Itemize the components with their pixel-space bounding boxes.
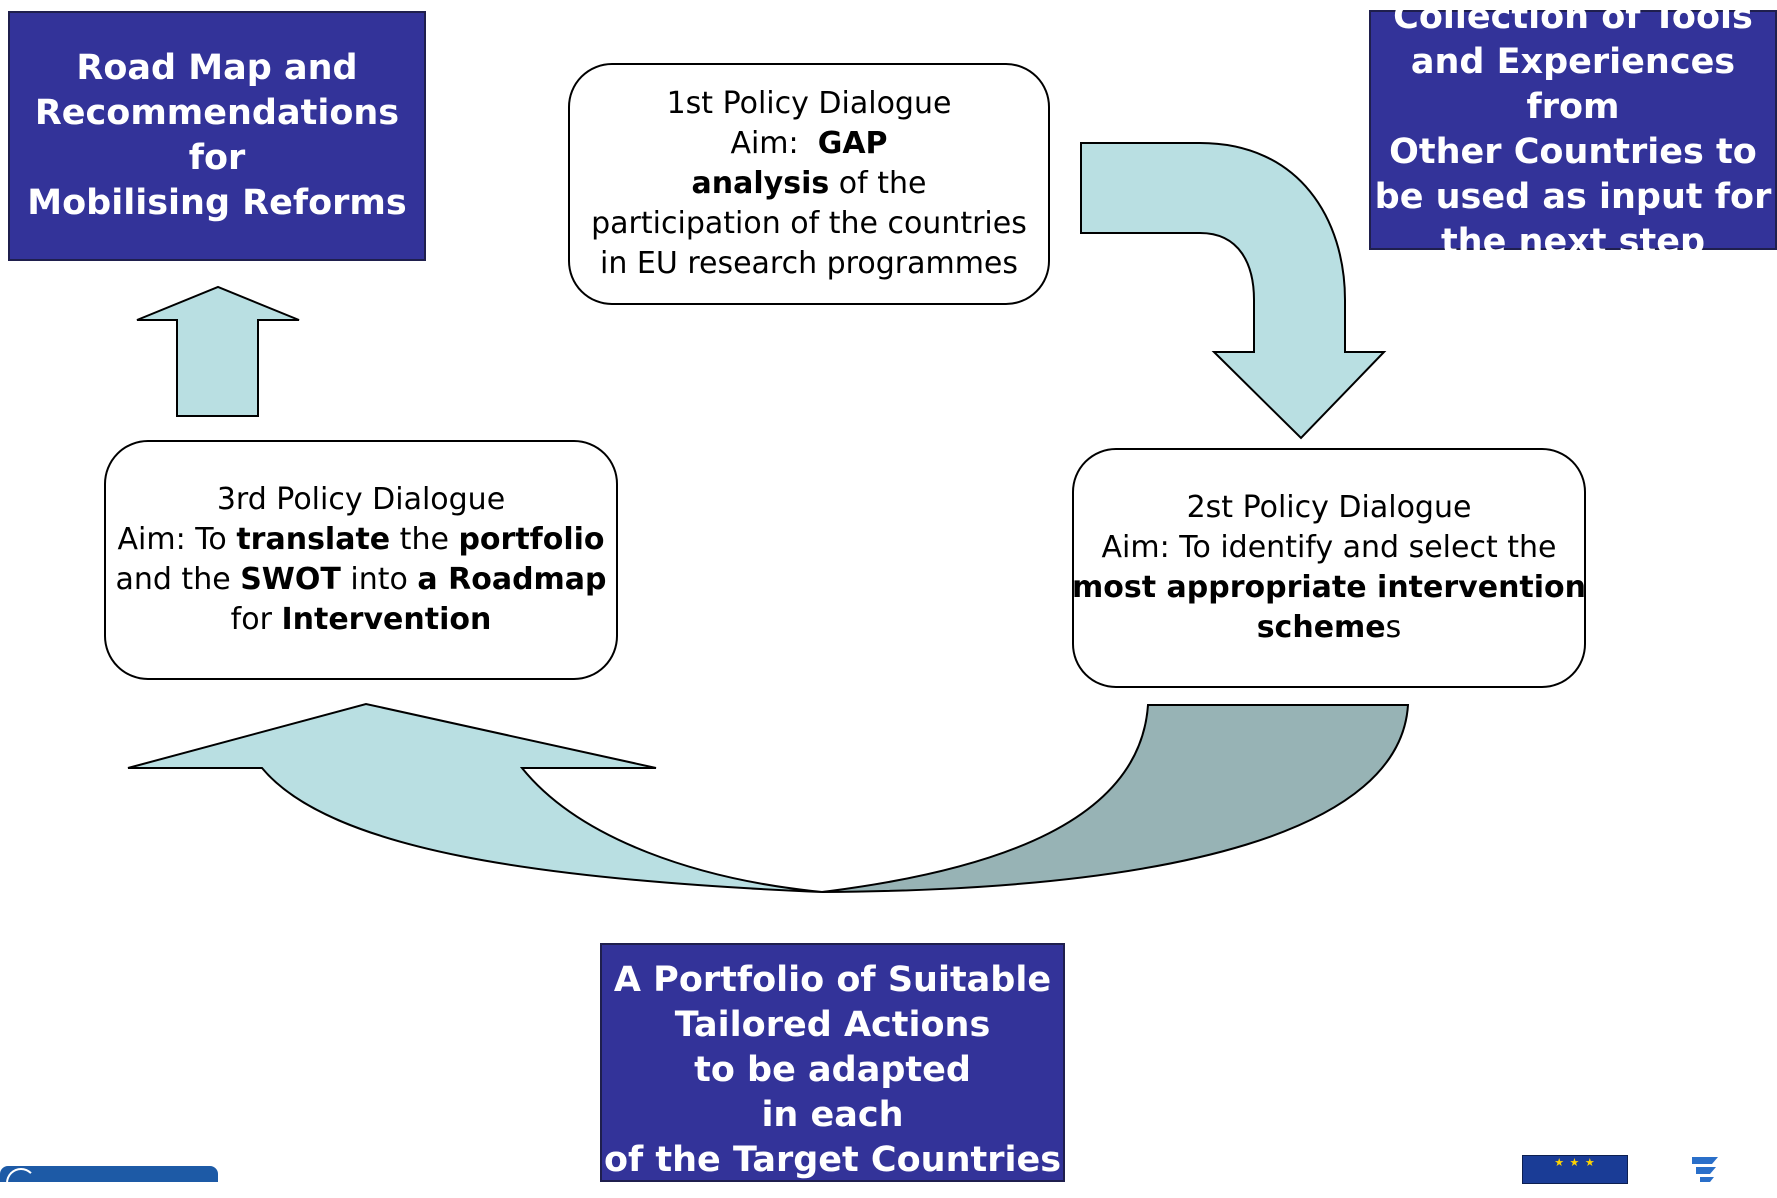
collection-line-3: Other Countries to: [1389, 132, 1757, 172]
third-the: the: [390, 522, 459, 557]
third-policy-dialogue-box: 3rd Policy Dialogue Aim: To translate th…: [104, 440, 618, 680]
third-for: for: [230, 602, 282, 637]
third-translate: translate: [236, 522, 391, 557]
second-dialogue-bold-line: most appropriate intervention: [1072, 570, 1587, 605]
collection-box: Collection of Tools and Experiences from…: [1369, 0, 1777, 262]
portfolio-line-3: to be adapted: [694, 1050, 971, 1090]
first-analysis: analysis: [691, 166, 830, 201]
collection-line-4: be used as input for: [1374, 177, 1772, 217]
third-dialogue-aim: Aim: To translate the portfolio: [117, 520, 604, 560]
first-dialogue-participation: participation of the countries: [591, 206, 1027, 241]
third-into: into: [340, 562, 418, 597]
second-policy-dialogue-box: 2st Policy Dialogue Aim: To identify and…: [1072, 448, 1586, 688]
eu-flag-logo: ★ ★ ★: [1522, 1155, 1628, 1184]
second-dialogue-title: 2st Policy Dialogue: [1186, 490, 1472, 525]
third-dialogue-title: 3rd Policy Dialogue: [216, 482, 506, 517]
first-dialogue-analysis: analysis of the: [692, 164, 927, 204]
third-aim-prefix: Aim: To: [117, 522, 237, 557]
portfolio-line-5: of the Target Countries: [603, 1140, 1062, 1180]
up-arrow: [136, 285, 300, 417]
right-stripes-logo: [1692, 1157, 1718, 1182]
third-intervention: Intervention: [281, 602, 492, 637]
third-roadmap: a Roadmap: [417, 562, 607, 597]
road-map-line-3: Mobilising Reforms: [27, 183, 407, 223]
second-scheme: scheme: [1256, 610, 1386, 645]
portfolio-line-4: in each: [761, 1095, 904, 1135]
curved-down-arrow: [1080, 142, 1387, 440]
third-swot: SWOT: [240, 562, 341, 597]
collection-line-1: Collection of Tools: [1393, 0, 1753, 37]
second-dialogue-aim: Aim: To identify and select the: [1101, 530, 1557, 565]
first-dialogue-title: 1st Policy Dialogue: [666, 86, 952, 121]
second-dialogue-scheme: schemes: [1257, 608, 1402, 648]
first-aim-prefix: Aim:: [730, 126, 818, 161]
first-policy-dialogue-box: 1st Policy Dialogue Aim: GAP analysis of…: [568, 63, 1050, 305]
third-dialogue-intervention: for Intervention: [231, 600, 492, 640]
left-logo: [0, 1166, 218, 1198]
swirl-icon: [6, 1168, 36, 1198]
portfolio-line-1: A Portfolio of Suitable: [613, 960, 1052, 1000]
eu-flag-stars: ★ ★ ★: [1554, 1156, 1596, 1169]
first-dialogue-aim: Aim: GAP: [730, 124, 887, 164]
third-and-the: and the: [115, 562, 241, 597]
road-map-box: Road Map and Recommendations for Mobilis…: [8, 11, 426, 261]
road-map-line-1: Road Map and: [76, 48, 358, 88]
first-of-the: of the: [829, 166, 927, 201]
collection-line-5: the next step: [1440, 222, 1706, 262]
bottom-arrow-front: [127, 702, 823, 893]
second-scheme-tail: s: [1385, 610, 1402, 645]
bottom-arrow-back: [821, 704, 1410, 893]
portfolio-line-2: Tailored Actions: [674, 1005, 991, 1045]
first-gap: GAP: [817, 126, 888, 161]
collection-line-2: and Experiences from: [1410, 42, 1736, 127]
third-portfolio: portfolio: [458, 522, 605, 557]
first-dialogue-programmes: in EU research programmes: [599, 246, 1019, 281]
road-map-line-2: Recommendations for: [34, 93, 400, 178]
portfolio-box: A Portfolio of Suitable Tailored Actions…: [600, 943, 1065, 1182]
third-dialogue-swot: and the SWOT into a Roadmap: [115, 560, 606, 600]
